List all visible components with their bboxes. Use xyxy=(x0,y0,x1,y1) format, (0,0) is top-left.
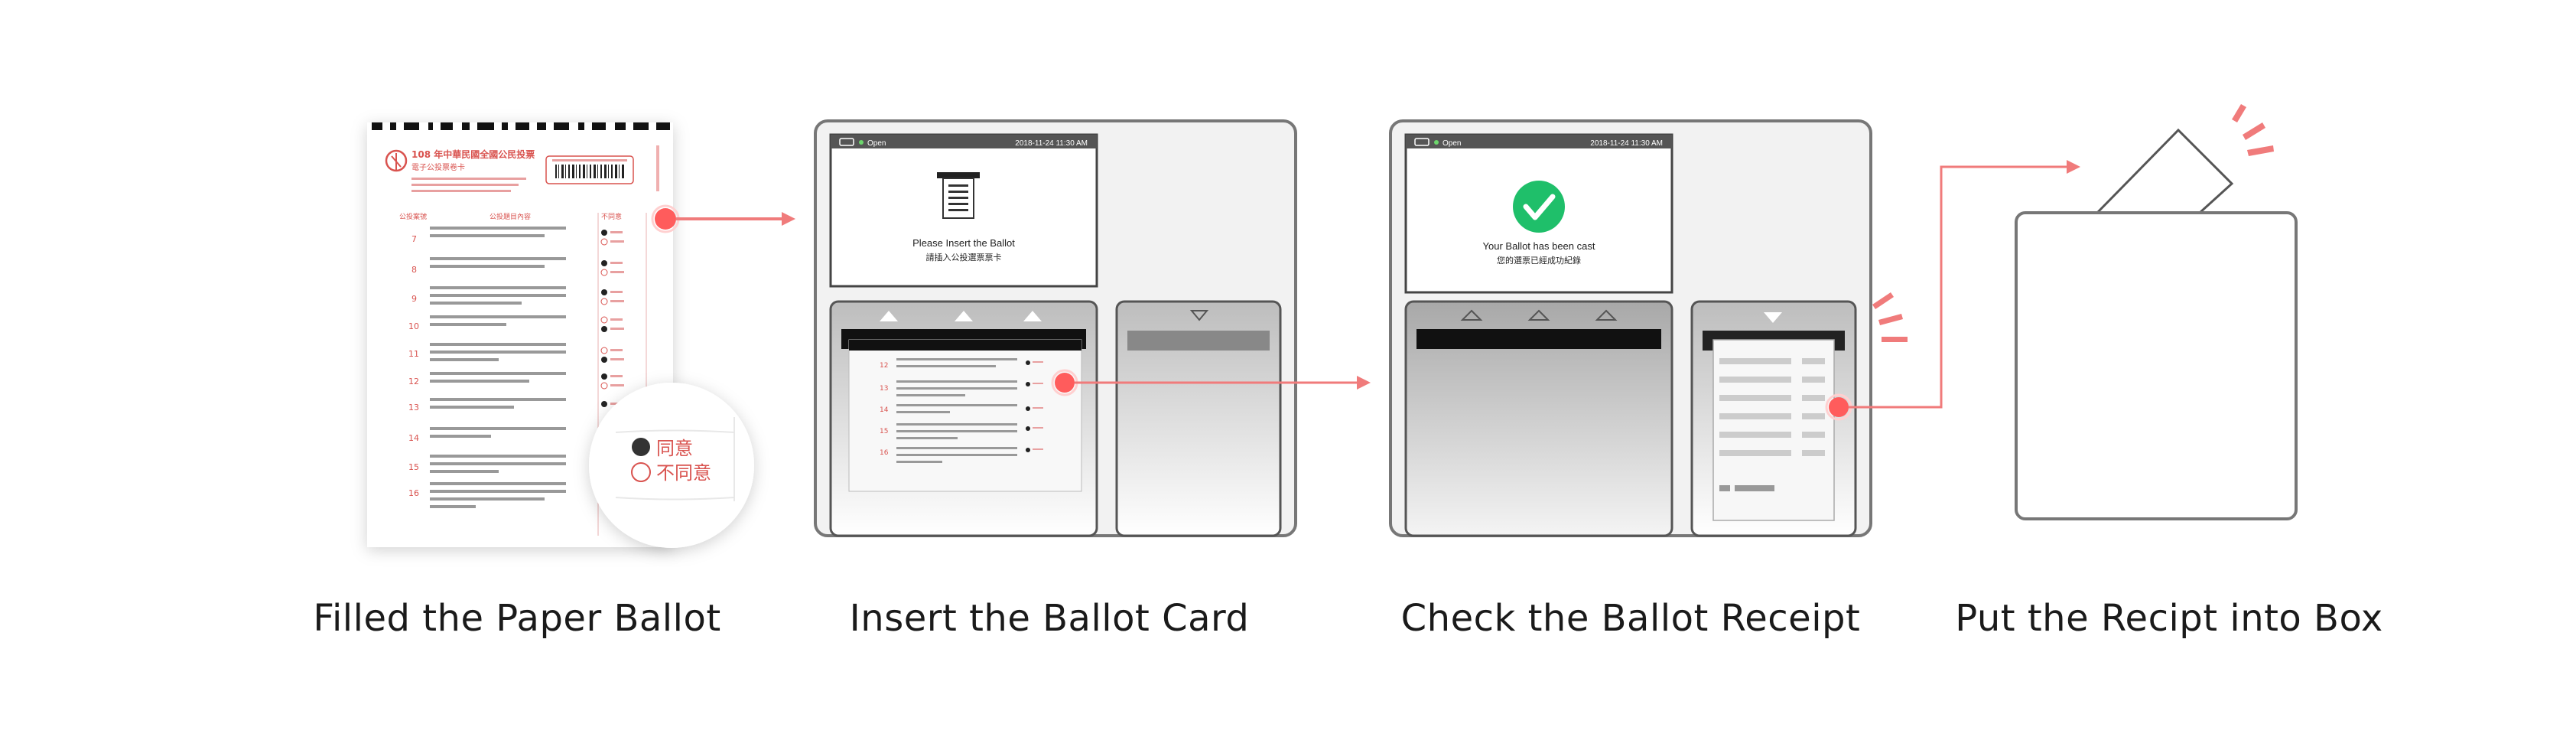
voting-machine-receipt: Open 2018-11-24 11:30 AM Your Ballot has… xyxy=(1389,119,1872,537)
svg-text:16: 16 xyxy=(880,449,889,457)
svg-text:15: 15 xyxy=(408,462,419,472)
svg-text:7: 7 xyxy=(411,234,417,244)
ballot-subtitle: 電子公投票卷卡 xyxy=(411,162,465,172)
step-caption-insert-card: Insert the Ballot Card xyxy=(849,597,1250,640)
screen-message-zh: 您的選票已經成功紀錄 xyxy=(1497,255,1581,266)
status-dot-icon xyxy=(1434,140,1439,145)
ballot-row: 16 xyxy=(408,482,566,508)
ballot-zoom-bubble: 同意 不同意 xyxy=(589,383,754,548)
svg-text:16: 16 xyxy=(408,488,419,498)
step-caption-put-in-box: Put the Recipt into Box xyxy=(1955,597,2383,640)
slot-up-arrow-icon xyxy=(955,311,973,321)
ballot-title: 108 年中華民國全國公民投票 xyxy=(411,148,535,160)
screen-message-en: Please Insert the Ballot xyxy=(912,237,1015,249)
card-slot: 12 13 14 15 16 xyxy=(829,300,1098,537)
machine-screen: Open 2018-11-24 11:30 AM Please Insert t… xyxy=(829,133,1098,288)
receipt-slot xyxy=(1115,300,1282,537)
check-success-icon xyxy=(1513,181,1565,233)
arrow-ballot-to-machine xyxy=(651,204,795,233)
card-slot xyxy=(1404,300,1673,537)
paper-ballot: 108 年中華民國全國公民投票 電子公投票卷卡 公投案號 xyxy=(367,122,754,548)
ballot-left-header: 公投案號 xyxy=(399,212,427,221)
slot-up-arrow-icon xyxy=(1527,309,1550,321)
screen-status: Open xyxy=(1442,139,1461,148)
svg-text:15: 15 xyxy=(880,428,888,435)
ballot-right-header: 不同意 xyxy=(601,212,622,221)
battery-icon xyxy=(839,138,854,146)
slot-up-arrow-icon xyxy=(1460,309,1483,321)
receipt-slot xyxy=(1690,300,1857,537)
svg-text:9: 9 xyxy=(411,294,417,304)
ballot-row: 11 xyxy=(408,343,624,363)
svg-text:13: 13 xyxy=(880,385,888,393)
svg-text:12: 12 xyxy=(880,362,888,370)
svg-text:11: 11 xyxy=(408,349,419,359)
zoom-agree-filled-radio-icon xyxy=(632,438,650,456)
ballot-row: 10 xyxy=(408,315,624,332)
svg-text:13: 13 xyxy=(408,403,419,412)
zoom-disagree-empty-radio-icon xyxy=(631,462,651,482)
receipt-paper xyxy=(2094,128,2234,214)
slot-up-arrow-icon xyxy=(1595,309,1618,321)
slot-up-arrow-icon xyxy=(880,311,898,321)
ballot-row: 13 xyxy=(408,398,623,412)
ballot-card-icon xyxy=(937,172,980,219)
ballot-row: 15 xyxy=(408,455,566,473)
slot-down-arrow-icon xyxy=(1189,310,1209,321)
zoom-agree-label: 同意 xyxy=(656,438,693,459)
ballot-row: 9 xyxy=(411,286,624,305)
screen-message-zh: 請插入公投選票票卡 xyxy=(926,252,1002,262)
svg-text:12: 12 xyxy=(408,377,419,386)
ballot-row: 7 xyxy=(411,227,624,246)
ballot-row: 8 xyxy=(411,257,624,276)
ballot-box xyxy=(2015,104,2298,520)
status-dot-icon xyxy=(859,140,864,145)
slot-down-arrow-icon xyxy=(1764,312,1782,323)
battery-icon xyxy=(1414,138,1429,146)
svg-text:14: 14 xyxy=(880,406,889,414)
printed-receipt xyxy=(1712,339,1835,521)
arrow-machine-to-receipt xyxy=(1051,369,1371,396)
screen-status: Open xyxy=(867,139,886,148)
ballot-center-header: 公投題目內容 xyxy=(490,212,531,221)
svg-text:8: 8 xyxy=(411,265,417,275)
ballot-row: 14 xyxy=(408,427,566,443)
screen-datetime: 2018-11-24 11:30 AM xyxy=(1590,139,1663,148)
svg-text:10: 10 xyxy=(408,321,419,331)
arrow-receipt-to-box xyxy=(1825,160,2080,421)
box-spark-icon xyxy=(2232,104,2274,156)
machine-screen: Open 2018-11-24 11:30 AM Your Ballot has… xyxy=(1404,133,1673,294)
svg-text:14: 14 xyxy=(408,433,419,443)
ballot-barcode xyxy=(545,155,634,184)
zoom-disagree-label: 不同意 xyxy=(656,462,711,484)
receipt-spark-icon xyxy=(1872,292,1908,342)
step-caption-check-receipt: Check the Ballot Receipt xyxy=(1400,597,1861,640)
voting-machine-insert: Open 2018-11-24 11:30 AM Please Insert t… xyxy=(814,119,1297,537)
screen-message-en: Your Ballot has been cast xyxy=(1483,240,1595,252)
slot-up-arrow-icon xyxy=(1023,311,1042,321)
step-caption-fill-ballot: Filled the Paper Ballot xyxy=(313,597,721,640)
ballot-perforation xyxy=(372,122,670,130)
screen-datetime: 2018-11-24 11:30 AM xyxy=(1015,139,1088,148)
ballot-emblem-icon xyxy=(385,149,408,172)
inserted-ballot-card: 12 13 14 15 16 xyxy=(848,339,1082,492)
ballot-row: 12 xyxy=(408,372,624,390)
